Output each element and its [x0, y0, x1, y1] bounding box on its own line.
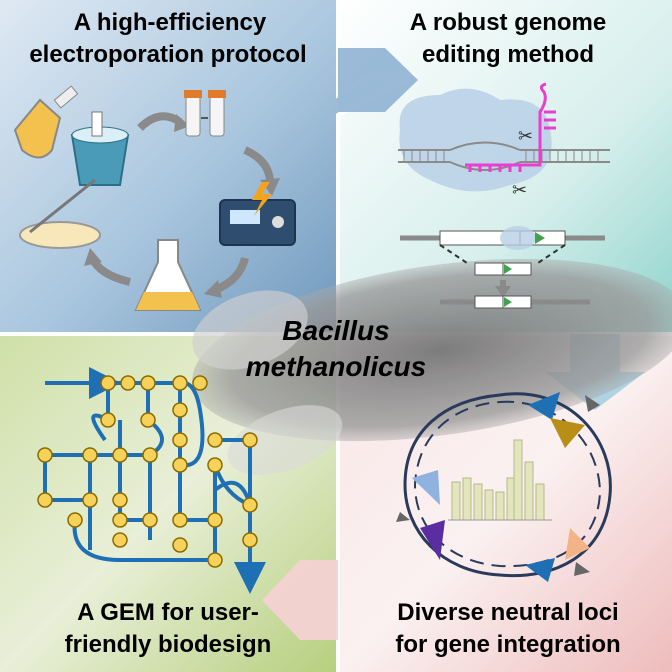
network-nodes	[37, 375, 258, 568]
bar-chart-icon	[448, 439, 552, 521]
electroporation-cycle	[13, 85, 296, 311]
genome-editing-diagram: ✂ ✂	[398, 82, 610, 309]
locus-arrows	[396, 392, 600, 582]
svg-text:✂: ✂	[518, 126, 533, 147]
flow-arrow-right-icon	[338, 48, 418, 112]
panel-top-right-title-2: editing method	[422, 41, 594, 68]
panel-bottom-right-title-2: for gene integration	[395, 631, 620, 658]
guide-rna-icon	[465, 82, 556, 172]
dna-rungs	[403, 150, 599, 162]
scissors-icon: ✂ ✂	[512, 126, 533, 201]
panel-top-right-title-1: A robust genome	[410, 9, 606, 36]
center-label-genus: Bacillus	[282, 315, 389, 346]
cycle-arrow-2-icon	[243, 146, 274, 181]
flask-icon	[13, 85, 79, 159]
flow-arrow-left-icon	[262, 560, 338, 640]
center-label-species: methanolicus	[246, 351, 426, 382]
recombination-schematic	[400, 226, 605, 309]
panel-bottom-right-title-1: Diverse neutral loci	[397, 599, 618, 626]
plasmid-map-icon	[403, 392, 612, 578]
panel-top-left-title-2: electroporation protocol	[29, 41, 306, 68]
panel-top-left-title-1: A high-efficiency	[74, 9, 267, 36]
petri-dish-icon	[19, 178, 101, 249]
svg-text:✂: ✂	[512, 180, 527, 201]
ice-bucket-icon	[70, 111, 130, 186]
electroporator-icon	[219, 182, 296, 246]
culture-flask-icon	[134, 239, 202, 311]
tubes-icon	[184, 90, 226, 137]
panel-bottom-left-title-1: A GEM for user-	[77, 599, 259, 626]
panel-bottom-left-title-2: friendly biodesign	[65, 631, 272, 658]
